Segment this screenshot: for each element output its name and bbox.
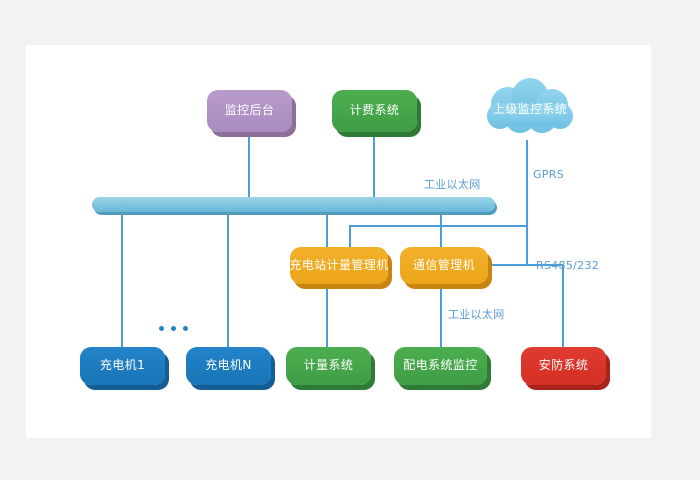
cloud-label: 上级监控系统 xyxy=(492,101,568,116)
node-label: 监控后台 xyxy=(224,103,275,118)
node-label: 安防系统 xyxy=(538,358,589,373)
industrial-ethernet-bus xyxy=(92,197,495,212)
node-face xyxy=(394,347,487,385)
node-charger-n[interactable]: 充电机N xyxy=(186,347,271,385)
node-face xyxy=(207,90,292,132)
node-label: 充电站计量管理机 xyxy=(289,257,389,272)
node-station-metering-manager[interactable]: 充电站计量管理机 xyxy=(289,247,388,284)
ellipsis-dot xyxy=(171,326,176,331)
node-label: 计费系统 xyxy=(349,103,400,118)
node-monitor-backend[interactable]: 监控后台 xyxy=(207,90,292,132)
cloud-icon xyxy=(487,78,573,133)
node-charger-1[interactable]: 充电机1 xyxy=(80,347,165,385)
upper-monitor-cloud[interactable]: 上级监控系统 xyxy=(480,78,580,140)
line-tie-right-trunk xyxy=(349,225,527,248)
node-security-system[interactable]: 安防系统 xyxy=(521,347,606,385)
ellipsis-dot xyxy=(183,326,188,331)
node-face xyxy=(286,347,371,385)
node-label: 通信管理机 xyxy=(412,257,475,272)
node-face xyxy=(332,90,417,132)
node-power-distribution-monitor[interactable]: 配电系统监控 xyxy=(394,347,487,385)
node-face xyxy=(186,347,271,385)
node-label: 充电机N xyxy=(205,358,252,373)
charger-ellipsis xyxy=(159,326,188,331)
label-industrial-ethernet-top: 工业以太网 xyxy=(424,178,481,191)
node-face xyxy=(290,247,388,284)
label-gprs: GPRS xyxy=(533,168,564,181)
node-communication-manager[interactable]: 通信管理机 xyxy=(400,247,488,284)
node-face xyxy=(400,247,488,284)
node-label: 计量系统 xyxy=(303,358,354,373)
label-industrial-ethernet-bottom: 工业以太网 xyxy=(448,308,505,321)
node-face xyxy=(80,347,165,385)
label-rs485-232: RS485/232 xyxy=(536,259,600,272)
node-metering-system[interactable]: 计量系统 xyxy=(286,347,371,385)
node-billing-system[interactable]: 计费系统 xyxy=(332,90,417,132)
ellipsis-dot xyxy=(159,326,164,331)
node-face xyxy=(521,347,606,385)
node-label: 充电机1 xyxy=(99,358,146,373)
node-label: 配电系统监控 xyxy=(403,358,478,373)
